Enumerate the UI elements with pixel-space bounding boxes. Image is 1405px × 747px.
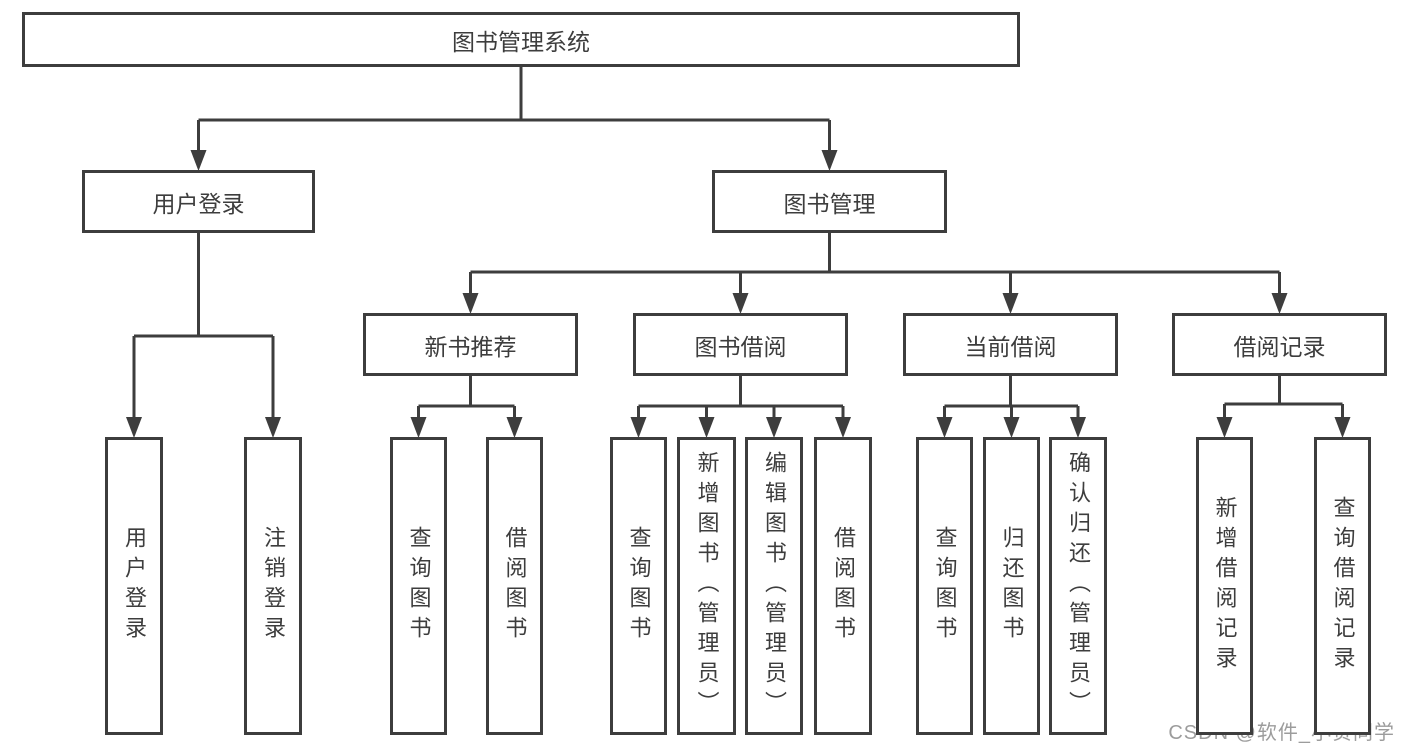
node-label: 用户登录 <box>152 190 245 217</box>
node-br-query-record: 查询借阅记录 <box>1314 437 1371 735</box>
arrowhead-down-icon <box>732 293 749 314</box>
node-label: 图书借阅 <box>694 333 787 360</box>
node-label: 确认归还（管理员） <box>1066 451 1091 721</box>
node-bb-edit-books-admin: 编辑图书（管理员） <box>745 437 803 735</box>
node-bb-borrow-books: 借阅图书 <box>814 437 872 735</box>
node-label: 归还图书 <box>999 526 1025 646</box>
node-nb-borrow-books: 借阅图书 <box>486 437 543 735</box>
node-label: 新书推荐 <box>424 333 517 360</box>
arrowhead-down-icon <box>936 417 953 438</box>
arrowhead-down-icon <box>1216 417 1233 438</box>
node-bb-add-books-admin: 新增图书（管理员） <box>677 437 736 735</box>
node-label: 借阅记录 <box>1233 333 1326 360</box>
node-do-user-login: 用户登录 <box>105 437 163 735</box>
arrowhead-down-icon <box>1334 417 1351 438</box>
node-current-borrowing: 当前借阅 <box>903 313 1118 376</box>
node-user-login: 用户登录 <box>82 170 315 233</box>
node-borrowing-records: 借阅记录 <box>1172 313 1387 376</box>
node-label: 用户登录 <box>122 526 147 646</box>
arrowhead-down-icon <box>506 417 523 438</box>
node-label: 编辑图书（管理员） <box>762 451 787 721</box>
node-label: 借阅图书 <box>831 526 856 646</box>
node-cb-return-books: 归还图书 <box>983 437 1040 735</box>
arrowhead-down-icon <box>1070 417 1086 438</box>
arrowhead-down-icon <box>410 417 427 438</box>
arrowhead-down-icon <box>1003 417 1020 438</box>
node-label: 注销登录 <box>261 526 286 646</box>
arrowhead-down-icon <box>698 417 715 438</box>
node-bb-query-books: 查询图书 <box>610 437 667 735</box>
node-cb-query-books: 查询图书 <box>916 437 973 735</box>
node-label: 查询图书 <box>406 526 432 646</box>
node-label: 查询借阅记录 <box>1330 496 1356 676</box>
node-book-borrowing: 图书借阅 <box>633 313 848 376</box>
arrowhead-down-icon <box>462 293 479 314</box>
node-book-management: 图书管理 <box>712 170 947 233</box>
arrowhead-down-icon <box>265 417 281 438</box>
node-label: 新增借阅记录 <box>1212 496 1238 676</box>
node-label: 借阅图书 <box>502 526 528 646</box>
node-nb-query-books: 查询图书 <box>390 437 447 735</box>
node-br-add-record: 新增借阅记录 <box>1196 437 1253 735</box>
node-label: 查询图书 <box>932 526 958 646</box>
node-label: 新增图书（管理员） <box>694 451 720 721</box>
node-label: 图书管理系统 <box>452 28 590 55</box>
arrowhead-down-icon <box>190 150 207 171</box>
node-label: 查询图书 <box>626 526 652 646</box>
arrowhead-down-icon <box>821 150 838 171</box>
node-do-logout: 注销登录 <box>244 437 302 735</box>
node-root: 图书管理系统 <box>22 12 1020 67</box>
arrowhead-down-icon <box>630 417 647 438</box>
node-label: 当前借阅 <box>964 333 1057 360</box>
arrowhead-down-icon <box>766 417 782 438</box>
arrowhead-down-icon <box>835 417 851 438</box>
node-new-book-recommend: 新书推荐 <box>363 313 578 376</box>
arrowhead-down-icon <box>1271 293 1288 314</box>
arrowhead-down-icon <box>1002 293 1019 314</box>
node-cb-confirm-return-admin: 确认归还（管理员） <box>1049 437 1107 735</box>
arrowhead-down-icon <box>126 417 142 438</box>
node-label: 图书管理 <box>783 190 876 217</box>
